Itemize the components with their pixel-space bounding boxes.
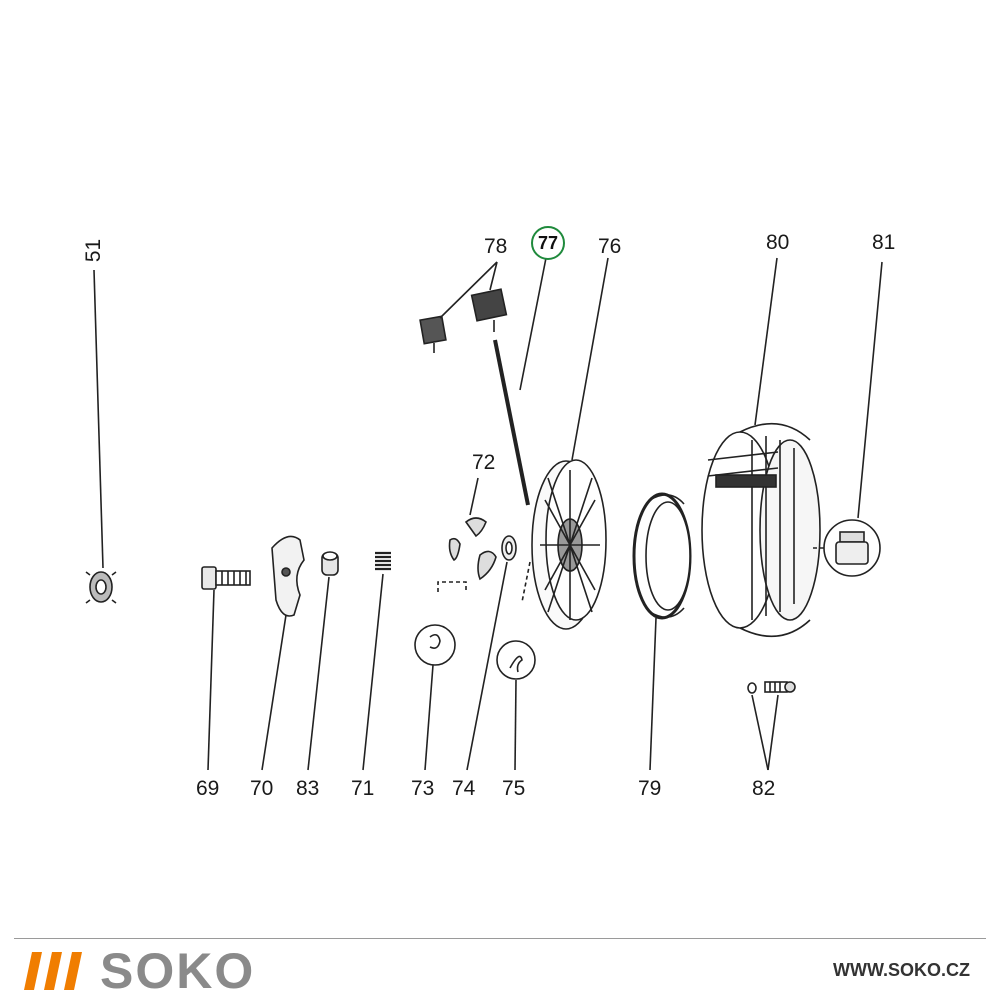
part-label-74: 74 bbox=[452, 777, 476, 800]
part-76-pulley bbox=[531, 257, 609, 630]
part-label-79: 79 bbox=[638, 777, 662, 800]
part-78-brushes bbox=[419, 261, 508, 353]
part-label-82: 82 bbox=[752, 777, 776, 800]
part-label-78: 78 bbox=[484, 235, 508, 258]
part-81-cap bbox=[812, 261, 883, 577]
brand-website-link[interactable]: WWW.SOKO.CZ bbox=[833, 960, 970, 980]
part-label-80: 80 bbox=[766, 231, 790, 254]
part-label-71: 71 bbox=[351, 777, 375, 800]
part-label-83: 83 bbox=[296, 777, 320, 800]
part-label-72: 72 bbox=[472, 451, 496, 474]
part-label-77-highlighted: 77 bbox=[531, 226, 565, 260]
part-label-51: 51 bbox=[82, 238, 106, 263]
part-72-pawls bbox=[448, 477, 497, 581]
part-79-ring bbox=[632, 492, 692, 771]
soko-logo-bars-icon bbox=[24, 952, 82, 990]
part-74-washer bbox=[466, 535, 517, 771]
part-label-76: 76 bbox=[598, 235, 622, 258]
part-69-bolt bbox=[201, 566, 251, 771]
footer-divider bbox=[14, 938, 986, 939]
part-label-81: 81 bbox=[872, 231, 896, 254]
part-label-70: 70 bbox=[250, 777, 274, 800]
part-51-gear bbox=[85, 269, 117, 604]
part-80-housing bbox=[701, 257, 821, 638]
part-73-clip bbox=[414, 581, 467, 771]
part-75-spring-clip bbox=[496, 561, 536, 771]
part-label-69: 69 bbox=[196, 777, 220, 800]
part-label-73: 73 bbox=[411, 777, 435, 800]
part-71-spring bbox=[362, 551, 391, 771]
part-label-75: 75 bbox=[502, 777, 526, 800]
brand-logo-text: SOKO bbox=[100, 943, 256, 999]
part-83-sleeve bbox=[307, 551, 339, 771]
part-77-rope bbox=[493, 257, 547, 506]
part-82-screw bbox=[747, 681, 796, 771]
part-70-plate bbox=[261, 535, 305, 771]
